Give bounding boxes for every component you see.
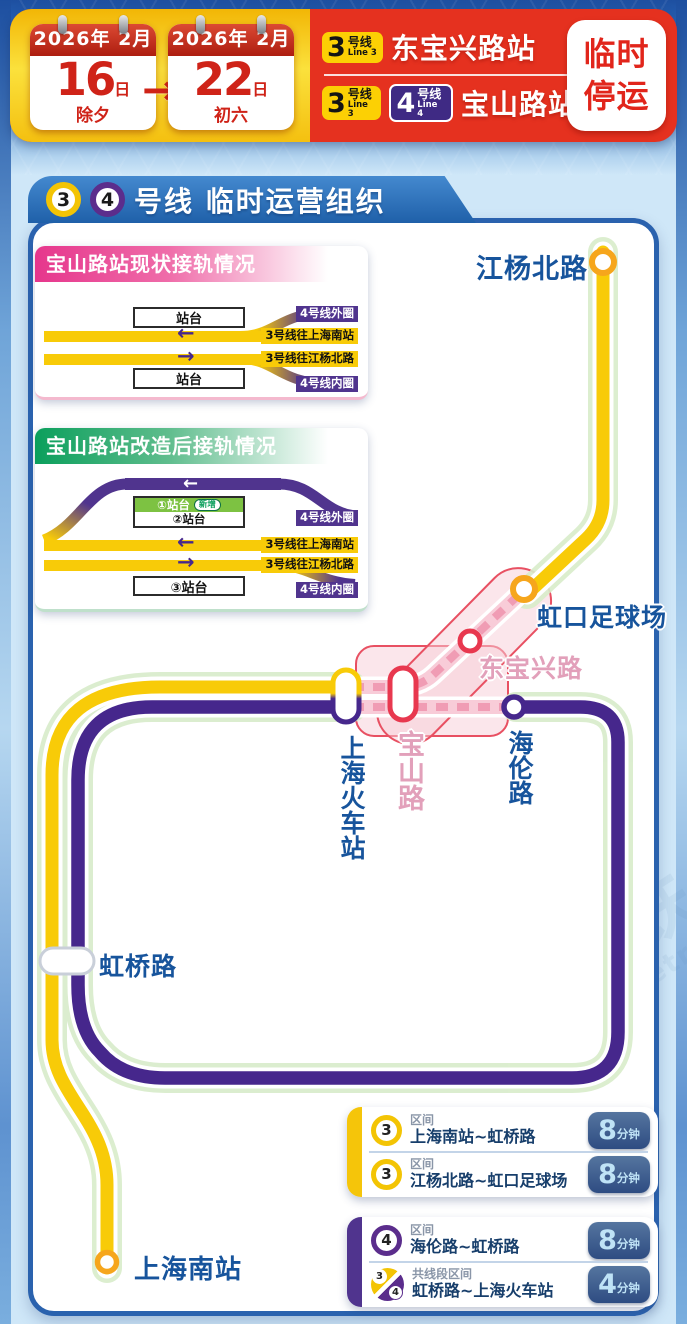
eastbound-arrow-icon: → xyxy=(177,550,195,574)
calendar-month: 2026年 2月 xyxy=(168,24,294,56)
track-label-north: 3号线往江杨北路 xyxy=(261,351,358,367)
interval-type: 区间 xyxy=(410,1222,435,1237)
calendar-ring-icon xyxy=(196,15,205,34)
station-label-jiangyangbeilu: 江杨北路 xyxy=(476,254,588,285)
line3-track xyxy=(44,354,358,365)
line3-circle-icon: 3 xyxy=(371,1158,402,1190)
station-label-baoshan: 宝山路 xyxy=(393,730,424,811)
calendar-section: 2026年 2月 16日 除夕 → 2026年 2月 22日 初六 xyxy=(10,9,310,142)
interval-range: 虹桥路~上海火车站 xyxy=(412,1280,554,1300)
calendar-end-date: 2026年 2月 22日 初六 xyxy=(168,15,294,130)
calendar-ring-icon xyxy=(257,15,266,34)
calendar-ring-icon xyxy=(58,15,67,34)
interval-type: 共线段区间 xyxy=(412,1266,473,1281)
future-track-diagram-card: 宝山路站改造后接轨情况 ← ①站台 xyxy=(35,428,368,612)
panel-title-tab: 3 4 号线 临时运营组织 xyxy=(28,176,476,223)
card-title: 宝山路站现状接轨情况 xyxy=(35,246,368,282)
calendar-month: 2026年 2月 xyxy=(30,24,156,56)
line4-circle-icon: 4 xyxy=(371,1224,402,1256)
platform-row: ②站台 xyxy=(172,512,206,526)
divider xyxy=(369,1261,648,1263)
interval-range: 江杨北路~虹口足球场 xyxy=(410,1170,568,1190)
suspension-status-badge: 临时停运 xyxy=(567,20,666,131)
westbound-arrow-icon: ← xyxy=(177,321,195,345)
line3-track xyxy=(44,540,358,551)
station-name: 东宝兴路站 xyxy=(390,32,536,65)
platform-box: 站台 xyxy=(133,307,245,328)
left-edge-strip xyxy=(0,0,11,1324)
westbound-arrow-icon: ← xyxy=(183,473,199,494)
platform-box: 站台 xyxy=(133,368,245,389)
track-label-north: 3号线往江杨北路 xyxy=(261,557,358,573)
platform-box: ③站台 xyxy=(133,576,245,596)
calendar-start-date: 2026年 2月 16日 除夕 xyxy=(30,15,156,130)
line3-track xyxy=(44,331,358,342)
station-label-hongkou-stadium: 虹口足球场 xyxy=(537,603,668,632)
calendar-ring-icon xyxy=(119,15,128,34)
interval-type: 区间 xyxy=(410,1156,435,1171)
line4-circle-icon: 4 xyxy=(90,182,125,217)
calendar-festival: 除夕 xyxy=(76,105,110,126)
new-platform-row: ①站台 新增 xyxy=(135,498,243,512)
panel-title: 号线 临时运营组织 xyxy=(134,184,386,218)
line3-line4-shared-circle-icon: 3 4 xyxy=(371,1267,404,1301)
line3-accent-bar xyxy=(347,1107,362,1197)
calendar-festival: 初六 xyxy=(214,105,248,126)
interval-range: 海伦路~虹桥路 xyxy=(410,1236,520,1256)
eastbound-arrow-icon: → xyxy=(177,344,195,368)
track-label-south: 3号线往上海南站 xyxy=(261,537,358,553)
line4-accent-bar xyxy=(347,1217,362,1307)
westbound-arrow-icon: ← xyxy=(177,530,195,554)
line3-circle-icon: 3 xyxy=(371,1114,402,1146)
track-label-south: 3号线往上海南站 xyxy=(261,328,358,344)
interval-type: 区间 xyxy=(410,1112,435,1127)
interval-range: 上海南站~虹桥路 xyxy=(410,1126,536,1146)
track-label-outer: 4号线外圈 xyxy=(295,306,358,322)
calendar-day: 22日 xyxy=(193,53,269,106)
current-track-diagram-card: 宝山路站现状接轨情况 站台 ← 3号线往上海南站 → 3号线往江杨北路 站台 4… xyxy=(35,246,368,400)
station-label-south-railway: 上海南站 xyxy=(134,1255,243,1285)
line3-track xyxy=(44,560,358,571)
track-label-inner: 4号线内圈 xyxy=(295,376,358,392)
station-label-hailun: 海伦路 xyxy=(505,730,534,805)
card-title: 宝山路站改造后接轨情况 xyxy=(35,428,368,464)
line4-outer-left-merge-curve xyxy=(41,478,128,546)
station-label-hongqiao: 虹桥路 xyxy=(99,952,178,981)
track-label-inner: 4号线内圈 xyxy=(295,582,358,598)
right-edge-strip xyxy=(676,0,687,1324)
station-label-railway: 上海火车站 xyxy=(337,735,366,860)
track-label-outer: 4号线外圈 xyxy=(295,510,358,526)
station-name: 宝山路站 xyxy=(460,88,577,121)
line3-circle-icon: 3 xyxy=(46,182,81,217)
platform-stack: ①站台 新增 ②站台 xyxy=(133,496,245,528)
divider xyxy=(324,74,572,76)
station-label-dongbaoxing: 东宝兴路 xyxy=(479,654,584,683)
calendar-day: 16日 xyxy=(55,53,131,106)
divider xyxy=(369,1151,648,1153)
new-badge: 新增 xyxy=(193,499,221,511)
